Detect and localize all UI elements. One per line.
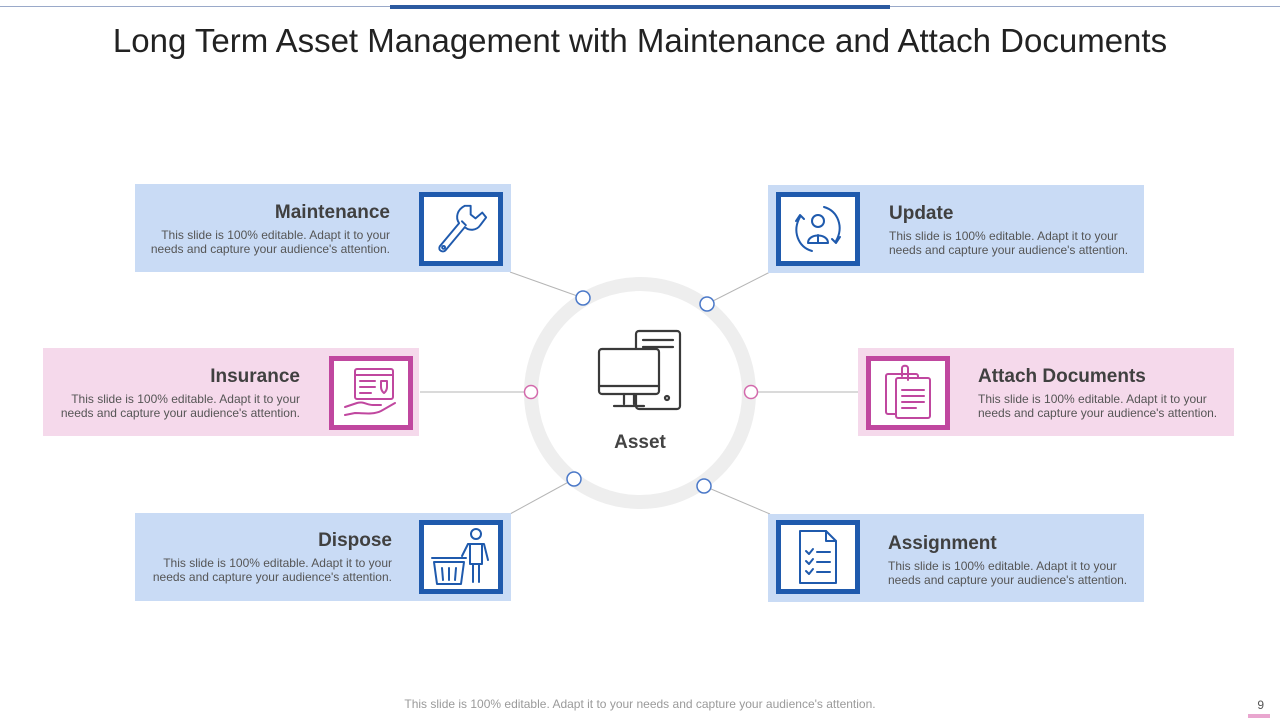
node-dot-update [699,296,715,312]
card-assignment-desc: This slide is 100% editable. Adapt it to… [888,559,1128,587]
user-refresh-icon [795,206,841,252]
page-number: 9 [1257,698,1264,712]
card-insurance-heading: Insurance [210,366,300,387]
card-attach-documents-text: Attach Documents This slide is 100% edit… [978,366,1238,420]
icon-box-update [776,192,860,266]
connector-maintenance [509,271,584,299]
icon-box-dispose [419,520,503,594]
connector-dispose [509,478,575,515]
card-attach-documents-desc: This slide is 100% editable. Adapt it to… [978,392,1218,420]
footer-note: This slide is 100% editable. Adapt it to… [404,697,876,711]
node-dot-dispose [566,471,582,487]
connector-update [706,271,771,305]
clipped-documents-icon [885,364,931,419]
card-assignment-text: Assignment This slide is 100% editable. … [888,533,1148,587]
node-dot-assignment [696,478,712,494]
connector-assignment [703,485,771,515]
hand-document-icon [344,368,396,416]
card-maintenance-text: Maintenance This slide is 100% editable.… [130,202,390,256]
card-dispose-text: Dispose This slide is 100% editable. Ada… [132,530,392,584]
card-insurance-text: Insurance This slide is 100% editable. A… [40,366,300,420]
checklist-icon [799,530,837,584]
trash-person-icon [431,528,489,585]
wrench-icon [438,204,488,253]
card-dispose-heading: Dispose [318,530,392,551]
icon-box-insurance [329,356,413,430]
card-maintenance-heading: Maintenance [274,202,390,223]
icon-box-maintenance [419,192,503,266]
card-update-heading: Update [889,203,954,224]
node-dot-attach-documents [743,384,759,400]
computer-icon [597,329,682,411]
center-label: Asset [614,432,666,453]
card-update-text: Update This slide is 100% editable. Adap… [889,203,1149,257]
icon-box-attach-documents [866,356,950,430]
card-dispose-desc: This slide is 100% editable. Adapt it to… [152,556,392,584]
slide-title: Long Term Asset Management with Maintena… [112,22,1168,59]
node-dot-maintenance [575,290,591,306]
card-attach-documents-heading: Attach Documents [978,366,1146,387]
card-insurance-desc: This slide is 100% editable. Adapt it to… [60,392,300,420]
node-dot-insurance [523,384,539,400]
card-assignment-heading: Assignment [888,533,997,554]
card-maintenance-desc: This slide is 100% editable. Adapt it to… [150,228,390,256]
top-accent-bar [390,5,890,9]
icon-box-assignment [776,520,860,594]
card-update-desc: This slide is 100% editable. Adapt it to… [889,229,1129,257]
page-number-bar [1248,714,1270,718]
